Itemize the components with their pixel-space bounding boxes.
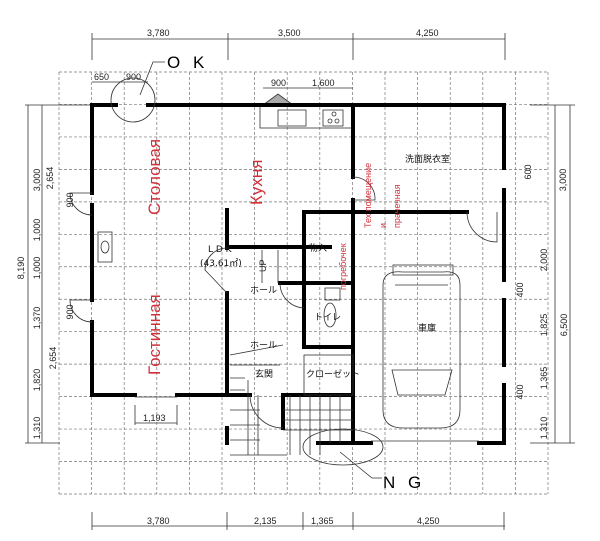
dim-left-1: 3,000 (32, 169, 42, 192)
dim-right-1: 600 (523, 164, 533, 179)
room-label-closet: クローゼット (306, 368, 360, 380)
room-label-laundry: прачечная (392, 184, 402, 228)
ng-label: N G (383, 473, 425, 492)
washroom-fixture (97, 231, 113, 263)
dimension-lines (25, 33, 575, 530)
ok-leader-line (139, 61, 165, 96)
room-label-tech-room-2: и. (378, 220, 388, 228)
dim-bottom-2: 2,135 (254, 516, 277, 526)
dim-right-8: 400 (515, 384, 525, 399)
dim-bottom-1: 3,780 (147, 516, 170, 526)
dim-top-2: 3,500 (278, 28, 301, 38)
dim-right-6: 6,500 (559, 314, 569, 337)
dim-left-11: 1,310 (32, 417, 42, 440)
dim-top-inner-4: 1,600 (312, 78, 335, 88)
room-label-ldk-area: (43.61㎡) (200, 258, 242, 269)
stairs (229, 250, 287, 456)
dim-left-3: 900 (65, 192, 75, 207)
dim-bottom-3: 1,365 (311, 516, 334, 526)
ng-leader-line (339, 451, 382, 479)
stairs-up-label: UP (258, 259, 268, 272)
dim-left-5: 8,190 (16, 257, 26, 280)
dim-left-2: 2,654 (45, 167, 55, 190)
room-label-toilet: トイレ (314, 313, 341, 323)
room-label-hall-2: ホール (250, 340, 277, 351)
dim-right-3: 2,000 (539, 249, 549, 272)
room-label-kitchen: Кухня (247, 160, 266, 206)
room-label-washroom: 洗面脱衣室 (405, 153, 450, 165)
room-label-storage: 物入 (309, 242, 327, 254)
room-label-ldk: L D K (208, 245, 233, 255)
dim-top-3: 4,250 (416, 28, 439, 38)
doors (69, 176, 498, 429)
room-label-cellar: погребочек (338, 243, 348, 290)
dim-right-9: 1,310 (539, 417, 549, 440)
room-label-dining: Столовая (145, 139, 164, 215)
kitchen-counter (259, 93, 354, 129)
dim-left-6: 1,000 (32, 257, 42, 280)
dim-top-inner-3: 900 (271, 78, 286, 88)
ng-highlight-ellipse (302, 428, 384, 466)
dim-top-1: 3,780 (147, 28, 170, 38)
dim-window-bottom: 1,193 (143, 413, 166, 423)
car-icon (382, 264, 461, 429)
dim-left-4: 1,000 (32, 219, 42, 242)
room-label-hall-1: ホール (250, 285, 277, 296)
entrance-tiles (283, 287, 354, 455)
dimension-labels: 3,780 3,500 4,250 650 900 900 1,600 3,78… (94, 28, 440, 526)
dim-top-inner-2: 900 (126, 72, 141, 82)
room-label-garage: 車庫 (418, 322, 436, 334)
dim-right-2: 3,000 (558, 169, 568, 192)
ok-highlight-circle (110, 77, 156, 123)
room-label-living: Гостинная (145, 294, 164, 375)
dim-top-inner-1: 650 (94, 72, 109, 82)
dim-left-9: 2,654 (48, 347, 58, 370)
dim-right-7: 1,365 (539, 367, 549, 390)
dim-left-10: 1,820 (32, 369, 42, 392)
dim-right-4: 400 (515, 282, 525, 297)
dim-bottom-4: 4,250 (417, 516, 440, 526)
ok-label: O K (167, 53, 208, 72)
dim-right-5: 1,825 (539, 314, 549, 337)
room-label-tech-room: Тех помещение (363, 163, 373, 228)
dim-left-7: 1,370 (32, 307, 42, 330)
dim-left-8: 900 (65, 304, 75, 319)
room-label-entrance: 玄関 (255, 368, 273, 380)
